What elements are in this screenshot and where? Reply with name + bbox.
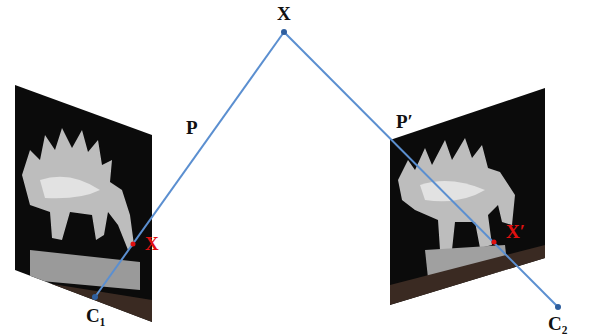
image-plane <box>390 88 545 305</box>
camera-matrix-label: P′ <box>396 112 413 131</box>
point-label: X <box>277 4 291 23</box>
dinosaur-photo <box>15 128 152 322</box>
image-point <box>131 242 136 247</box>
world-point <box>281 29 287 35</box>
camera-center <box>555 304 561 310</box>
image-point-label: X <box>145 234 159 253</box>
camera-matrix-label: P <box>186 118 198 137</box>
projection-ray <box>95 32 284 297</box>
image-point-label: X′ <box>506 222 525 241</box>
projection-ray <box>284 32 558 307</box>
image-plane <box>15 85 152 322</box>
camera-center-label: C₂ <box>548 314 567 333</box>
camera-center-label: C₁ <box>86 306 105 325</box>
camera-center <box>92 294 98 300</box>
image-point <box>492 240 497 245</box>
